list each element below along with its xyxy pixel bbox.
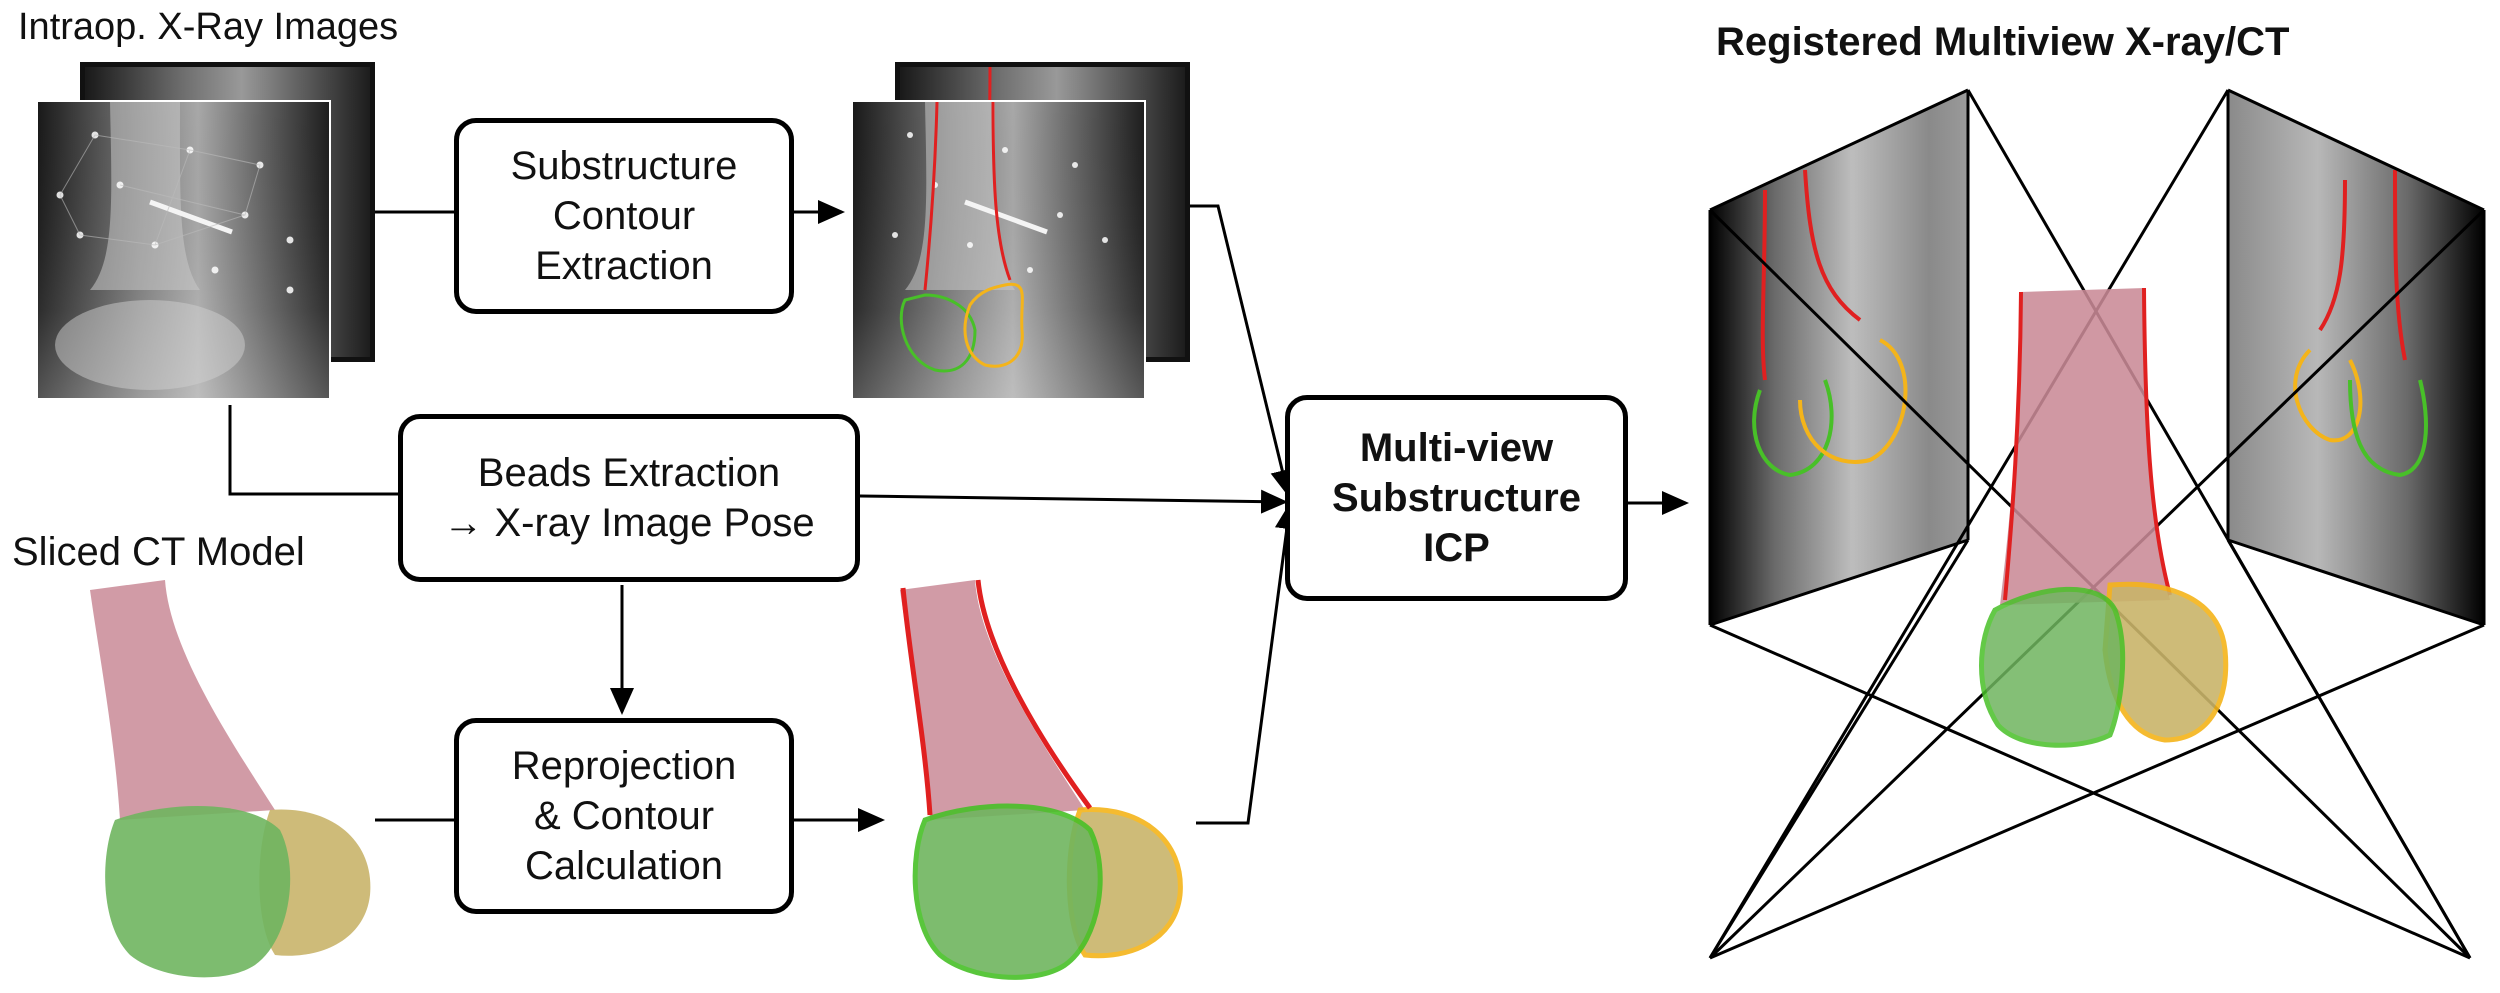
arrow-beads-to-icp bbox=[859, 489, 1288, 514]
contour-xray-front bbox=[853, 101, 1144, 398]
reprojection-box-line-3: Calculation bbox=[525, 844, 723, 888]
sliced-ct-model bbox=[90, 580, 371, 978]
output-right-xray-panel bbox=[2228, 90, 2484, 625]
xray-front-image bbox=[38, 102, 329, 398]
contour-box-line-3: Extraction bbox=[535, 244, 713, 288]
reprojection-box-line-1: Reprojection bbox=[511, 744, 737, 788]
icp-box-line-2: Substructure bbox=[1332, 476, 1581, 520]
connector-xray-to-beads bbox=[228, 405, 402, 496]
xray-input-label: Intraop. X-Ray Images bbox=[18, 6, 399, 48]
output-left-xray-panel bbox=[1710, 90, 1968, 625]
arrow-ct-to-icp bbox=[1196, 502, 1299, 825]
icp-box-line-3: ICP bbox=[1423, 526, 1490, 570]
contour-box-line-1: Substructure bbox=[510, 144, 738, 188]
connectors bbox=[228, 200, 1689, 832]
beads-extraction-box: Beads Extraction → X-ray Image Pose bbox=[398, 414, 860, 582]
ct-shaft bbox=[90, 580, 275, 820]
input-xray-stack bbox=[36, 62, 375, 400]
contour-shaft-left bbox=[923, 101, 939, 291]
arrow-contour-to-icp bbox=[1190, 204, 1294, 497]
reprojection-box: Reprojection & Contour Calculation bbox=[454, 718, 794, 914]
registered-output-scene bbox=[1708, 88, 2486, 960]
beads-box-line-2: → X-ray Image Pose bbox=[443, 501, 815, 545]
ct-contour-model bbox=[900, 579, 1183, 980]
contour-extraction-box: Substructure Contour Extraction bbox=[454, 118, 794, 314]
icp-box-line-1: Multi-view bbox=[1359, 426, 1554, 470]
contour-box-line-2: Contour bbox=[552, 194, 696, 238]
ct-input-label: Sliced CT Model bbox=[12, 530, 305, 574]
output-title: Registered Multiview X-ray/CT bbox=[1716, 20, 2290, 64]
ct-condyle-green bbox=[105, 806, 291, 978]
multiview-icp-box: Multi-view Substructure ICP bbox=[1285, 395, 1628, 601]
ct-condyle-yellow bbox=[259, 809, 371, 956]
contour-yellow-condyle bbox=[963, 282, 1024, 368]
contour-xray-stack bbox=[851, 62, 1190, 400]
reprojection-box-line-2: & Contour bbox=[533, 794, 715, 838]
contour-green-condyle bbox=[899, 293, 977, 373]
beads-box-line-1: Beads Extraction bbox=[477, 451, 781, 495]
contour-shaft-right bbox=[991, 101, 1012, 281]
output-ct-shaft bbox=[2000, 288, 2170, 605]
